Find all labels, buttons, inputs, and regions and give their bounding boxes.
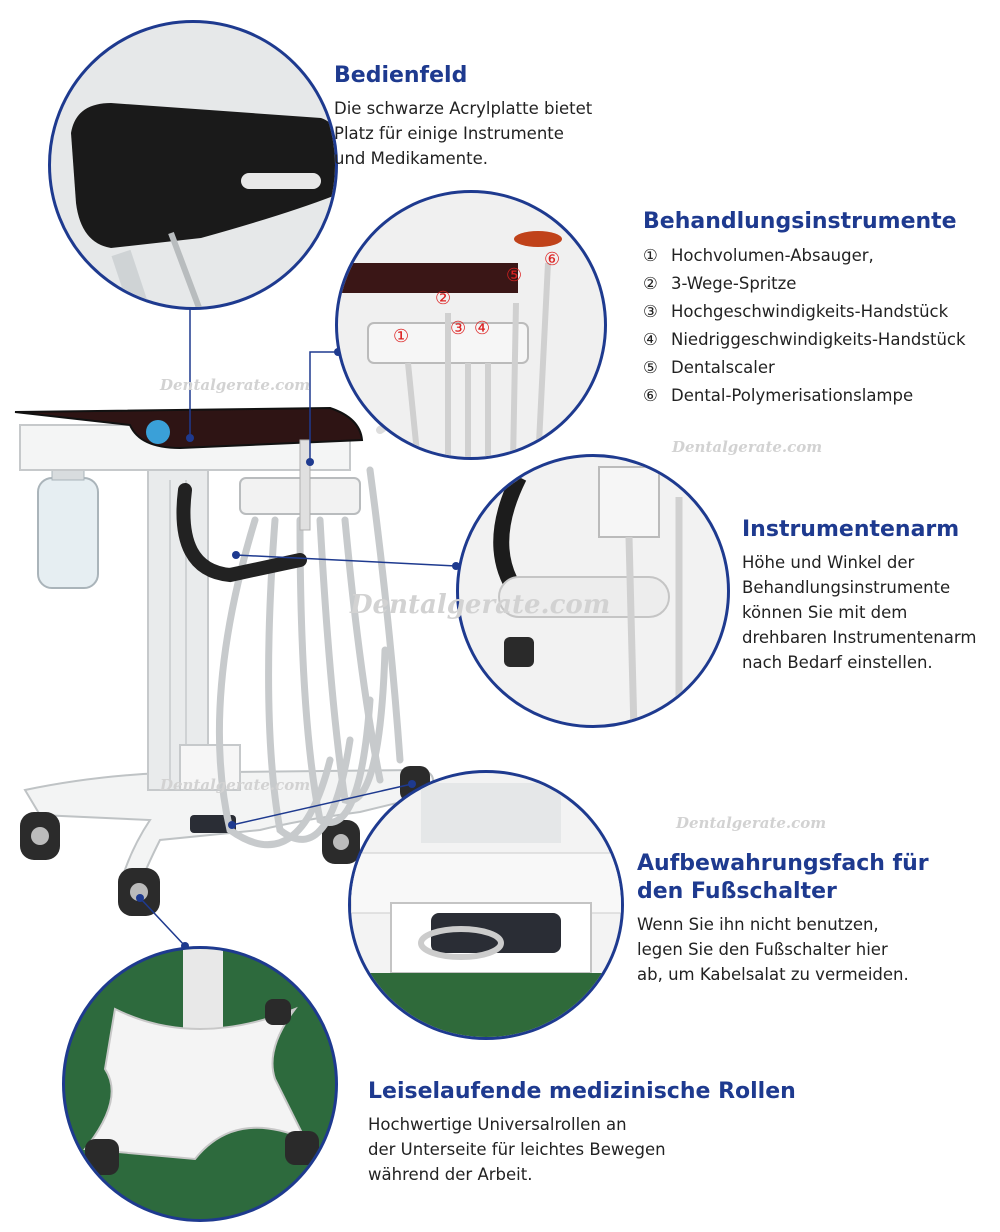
- closeup-instruments: ① ② ③ ④ ⑤ ⑥: [335, 190, 607, 460]
- section-title: den Fußschalter: [637, 879, 837, 904]
- section-line: legen Sie den Fußschalter hier: [637, 940, 888, 959]
- section-line: können Sie mit dem: [742, 603, 908, 622]
- watermark: Dentalgerate.com: [676, 814, 827, 832]
- section-bedienfeld: Bedienfeld Die schwarze Acrylplatte biet…: [334, 62, 592, 171]
- acrylic-tabletop: [14, 406, 364, 450]
- wheel-left: [20, 812, 60, 860]
- section-line: der Unterseite für leichtes Bewegen: [368, 1140, 666, 1159]
- section-line: Höhe und Winkel der: [742, 553, 915, 572]
- section-line: Die schwarze Acrylplatte bietet: [334, 99, 593, 118]
- section-fach: Aufbewahrungsfach für den Fußschalter We…: [637, 850, 929, 987]
- callout-4: ④: [474, 318, 491, 339]
- section-rollen: Leiselaufende medizinische Rollen Hochwe…: [368, 1078, 796, 1187]
- wheel-right: [322, 820, 360, 864]
- section-title: Leiselaufende medizinische Rollen: [368, 1079, 796, 1104]
- watermark: Dentalgerate.com: [672, 438, 823, 456]
- section-line: ab, um Kabelsalat zu vermeiden.: [637, 965, 909, 984]
- callout-2: ②: [435, 288, 452, 309]
- watermark: Dentalgerate.com: [160, 776, 311, 794]
- watermark: Dentalgerate.com: [160, 376, 311, 394]
- section-arm: Instrumentenarm Höhe und Winkel der Beha…: [742, 516, 976, 675]
- section-line: Platz für einige Instrumente: [334, 124, 564, 143]
- callout-3: ③: [450, 318, 467, 339]
- section-title: Bedienfeld: [334, 63, 468, 88]
- closeup-storage: [348, 770, 624, 1040]
- section-line: nach Bedarf einstellen.: [742, 653, 933, 672]
- water-bottle: [37, 477, 99, 589]
- section-line: während der Arbeit.: [368, 1165, 533, 1184]
- section-line: Wenn Sie ihn nicht benutzen,: [637, 915, 879, 934]
- instrument-arm: [176, 483, 307, 583]
- watermark: Dentalgerate.com: [350, 590, 611, 620]
- section-title: Aufbewahrungsfach für: [637, 851, 929, 876]
- section-line: Behandlungsinstrumente: [742, 578, 951, 597]
- callout-6: ⑥: [544, 249, 561, 270]
- section-title: Instrumentenarm: [742, 517, 960, 542]
- instrument-hoses: [215, 466, 404, 849]
- section-line: Hochwertige Universalrollen an: [368, 1115, 627, 1134]
- section-line: und Medikamente.: [334, 149, 489, 168]
- wheel-front: [118, 868, 160, 916]
- section-title: Behandlungsinstrumente: [643, 209, 957, 234]
- footswitch-box: [179, 744, 241, 791]
- closeup-arm: [456, 454, 730, 728]
- callout-1: ①: [393, 326, 410, 347]
- closeup-base: [62, 946, 338, 1222]
- closeup-tabletop: [48, 20, 338, 310]
- tabletop-closeup: [71, 103, 335, 248]
- section-line: drehbaren Instrumentenarm: [742, 628, 977, 647]
- logo-icon: [146, 420, 170, 444]
- callout-5: ⑤: [506, 265, 523, 286]
